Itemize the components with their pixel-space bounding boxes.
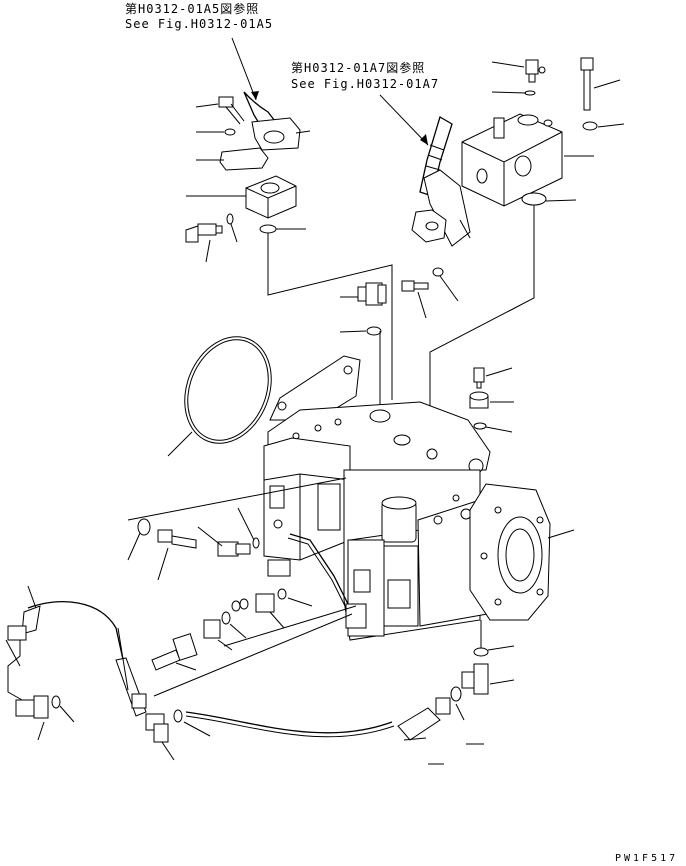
main-pump [263,355,551,641]
flange-group-a5 [185,91,301,243]
solenoid [381,496,417,543]
ref-a7-english: See Fig.H0312-01A7 [291,77,440,91]
large-o-ring [184,336,272,444]
left-front-fittings [137,518,260,557]
elbow-lower-left [145,709,183,743]
leader-flange [547,529,575,539]
bolt-left [157,529,197,549]
part-leaders-lower-left [5,585,211,761]
reference-leaders [231,37,429,146]
figure-code: PW1F517 [615,853,679,864]
elbow-upper [357,282,387,306]
long-hose [153,605,395,738]
part-leaders-right [480,367,515,685]
connection-line-left [267,233,393,400]
part-leaders-upper-right [491,61,625,202]
part-leaders-upper-left [186,103,311,263]
elbow-fitting [185,223,223,243]
ref-a5-english: See Fig.H0312-01A5 [125,17,274,31]
part-leaders-middle [175,597,484,765]
pump-flange-disc [469,483,551,621]
part-leaders-left-front [127,477,347,581]
flange-group-a7 [411,116,471,247]
ref-a5-japanese: 第H0312-01A5図参照 [125,2,260,16]
fittings-lower-left [15,695,183,743]
elbow-lower-right [461,663,489,695]
hose-lower-left [7,600,147,717]
bolt-center [401,280,429,292]
part-leaders-center [339,219,471,410]
connector-left [217,541,251,557]
ref-a7-japanese: 第H0312-01A7図参照 [291,61,426,75]
valve-block [461,57,598,207]
long-bolt [580,57,594,111]
bolt [218,96,245,125]
middle-hose-fittings [151,588,462,741]
center-fittings [357,267,444,336]
control-pipe [289,533,349,605]
right-fittings [461,367,489,695]
sensor-fitting [525,59,546,83]
hose-to-fitting-line [7,640,23,701]
